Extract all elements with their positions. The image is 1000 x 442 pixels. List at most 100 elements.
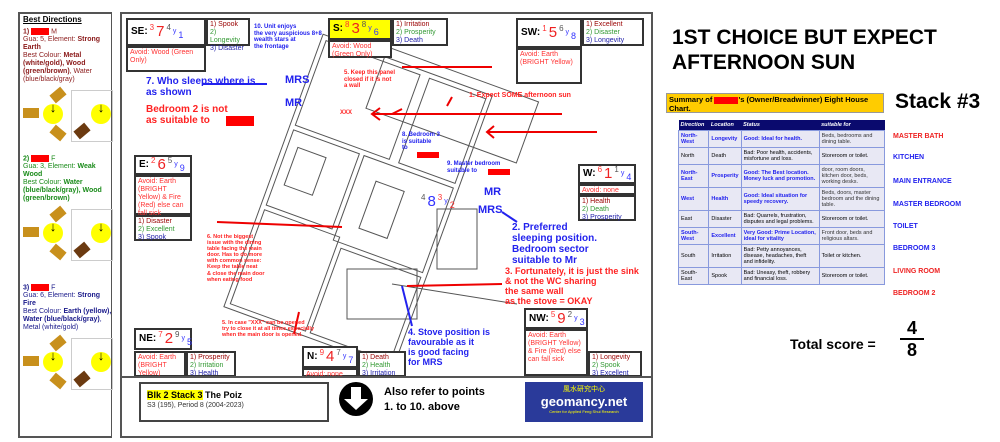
redacted-name — [417, 152, 439, 158]
bagua-direction-icon: ↓ ↓ — [23, 87, 113, 146]
table-cell: Storeroom or toilet. — [818, 267, 886, 285]
room-label: KITCHEN — [893, 154, 925, 161]
table-cell: North — [677, 147, 710, 165]
table-cell: Beds, bedrooms and dining table. — [818, 130, 886, 148]
column-header: suitable for — [819, 120, 885, 131]
annotation-5-panel: 5. Keep this panel closed if it is not a… — [344, 70, 396, 90]
table-cell: Bad: Poor health, accidents, misfortune … — [740, 147, 820, 165]
table-cell: Good: Ideal situation for speedy recover… — [740, 187, 820, 211]
mr-label: MR — [285, 97, 303, 109]
table-cell: South — [677, 244, 710, 268]
redacted-name — [226, 116, 254, 126]
nw-avoid: Avoid: Earth (BRIGHT Yellow) & Fire (Red… — [524, 329, 588, 376]
column-header: Location — [708, 120, 742, 131]
xxx-label: XXX — [340, 110, 353, 116]
table-cell: Longevity — [708, 130, 742, 148]
geomancy-logo: 風水研究中心 geomancy.net Center for Applied F… — [525, 382, 643, 422]
table-cell: Good: The Best location. Money luck and … — [740, 164, 820, 188]
project-name: The Poiz — [202, 390, 243, 400]
table-cell: East — [677, 210, 710, 228]
total-score-label: Total score = — [790, 336, 876, 352]
redacted-name — [488, 169, 510, 175]
annotation-7: 7. Who sleeps where is as shown — [146, 76, 256, 98]
table-cell: Bad: Uneasy, theft, robbery and financia… — [740, 267, 820, 285]
table-cell: Very Good: Prime Location, ideal for vit… — [740, 227, 820, 245]
panel-title: Best Directions — [23, 15, 82, 24]
table-cell: Disaster — [708, 210, 742, 228]
table-cell: door, room doors, kitchen door, beds, wo… — [818, 164, 886, 188]
table-cell: Front door, beds and religious altars. — [818, 227, 886, 245]
person-1: 1) M Gua: 5, Element: Strong Earth Best … — [23, 28, 113, 146]
table-cell: Prosperity — [708, 164, 742, 188]
annotation-1: 1. Expect SOME afternoon sun — [469, 92, 571, 99]
table-cell: Death — [708, 147, 742, 165]
room-label: MAIN ENTRANCE — [893, 178, 952, 185]
table-cell: South-East — [677, 267, 710, 285]
table-cell: North-West — [677, 130, 710, 148]
project-period: S3 (195), Period 8 (2004-2023) — [147, 402, 244, 409]
table-cell: Beds, doors, master bedroom and the dini… — [818, 187, 886, 211]
page-heading: 1ST CHOICE BUT EXPECT AFTERNOON SUN — [672, 26, 937, 74]
bagua-direction-icon: ↓ ↓ — [23, 335, 113, 394]
block-stack-highlight: Blk 2 Stack 3 — [147, 390, 203, 400]
room-label: BEDROOM 2 — [893, 290, 936, 297]
annotation-5-xxx: 5. In case "XXX" can be opened try to cl… — [222, 320, 315, 339]
table-cell: West — [677, 187, 710, 211]
annotation-8: 8. Bedroom 3 is suitable to — [402, 132, 441, 152]
annotation-7-bedroom2: Bedroom 2 is not as suitable to — [146, 104, 228, 126]
annotation-2: 2. Preferred sleeping position. Bedroom … — [512, 222, 598, 266]
e-avoid: Avoid: Earth (BRIGHT Yellow) & Fire (Red… — [134, 175, 192, 217]
table-cell: Health — [708, 187, 742, 211]
table-cell: Storeroom or toilet. — [818, 147, 886, 165]
se-avoid: Avoid: Wood (Green Only) — [126, 46, 206, 72]
room-label: TOILET — [893, 223, 918, 230]
table-cell: Bad: Quarrels, frustration, disputes and… — [740, 210, 820, 228]
mr-label-master: MR — [484, 186, 502, 198]
person-2: 2) F Gua: 3, Element: Weak Wood Best Col… — [23, 155, 113, 265]
person-3: 3) F Gua: 6, Element: Strong Fire Best C… — [23, 284, 113, 394]
annotation-9: 9. Master bedroom suitable to — [447, 161, 501, 174]
column-header: Direction — [678, 120, 709, 131]
room-label: MASTER BATH — [893, 133, 944, 140]
table-cell: Bad: Petty annoyances, disease, headache… — [740, 244, 820, 268]
table-cell: Spook — [708, 267, 742, 285]
table-cell: Storeroom or toilet. — [818, 210, 886, 228]
room-label: LIVING ROOM — [893, 268, 941, 275]
summary-box: Summary of 's (Owner/Breadwinner) Eight … — [666, 93, 884, 113]
room-label: BEDROOM 3 — [893, 245, 936, 252]
refer-points-text: Also refer to points 1. to 10. above — [384, 386, 485, 413]
bagua-direction-icon: ↓ ↓ — [23, 206, 113, 265]
annotation-4: 4. Stove position is favourable as it is… — [408, 327, 491, 367]
floor-plan — [202, 33, 597, 369]
table-cell: South-West — [677, 227, 710, 245]
table-cell: Excellent — [708, 227, 742, 245]
down-arrow-icon — [339, 382, 373, 416]
table-cell: North-East — [677, 164, 710, 188]
sw-avoid: Avoid: Earth (BRIGHT Yellow) — [516, 48, 582, 84]
table-cell: Irritation — [708, 244, 742, 268]
table-cell: Good: Ideal for health. — [740, 130, 820, 148]
mrs-label: MRS — [285, 74, 310, 86]
